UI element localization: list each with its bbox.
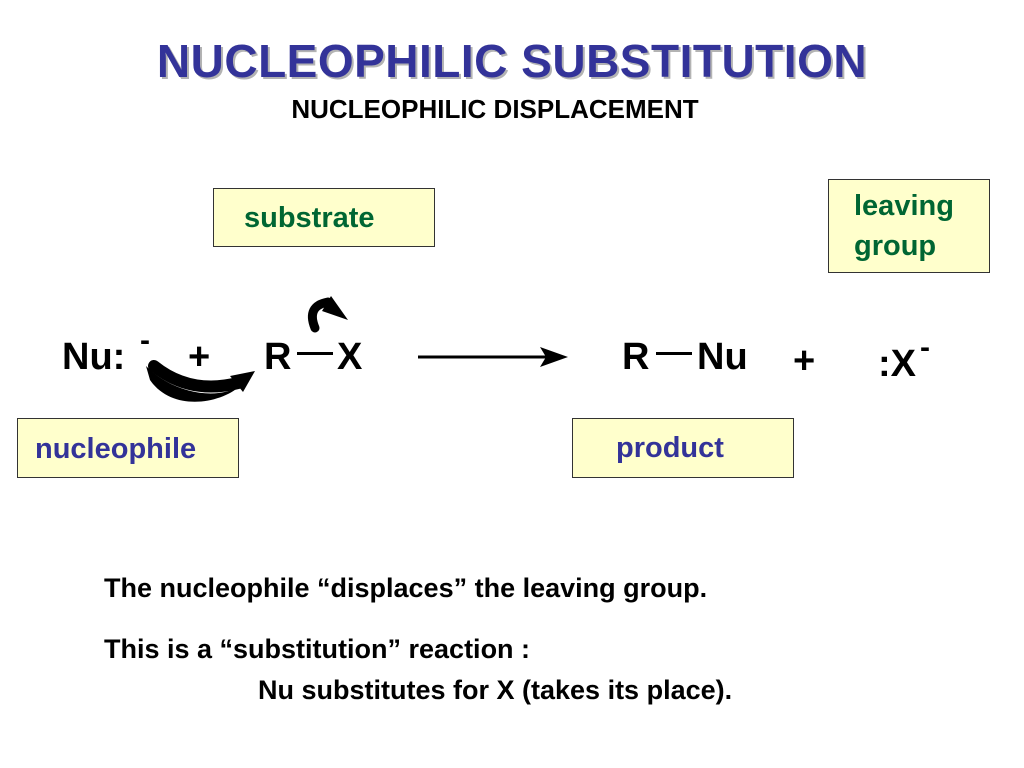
nucleophile-charge: -: [140, 324, 150, 357]
r-nu-bond: [656, 352, 692, 355]
note-line-2: This is a “substitution” reaction :: [104, 634, 531, 664]
leaving-group-label-line1: leaving: [854, 190, 954, 222]
leaving-group-label-line2: group: [854, 230, 937, 262]
plus-sign-1: +: [188, 336, 211, 378]
product-label-box: product: [572, 418, 794, 478]
electron-push-arrow-leaving-group: [307, 296, 348, 333]
product-label: product: [616, 432, 724, 464]
nucleophile-label: nucleophile: [35, 433, 197, 465]
page-subtitle: NUCLEOPHILIC DISPLACEMENT: [291, 94, 699, 124]
electron-push-arrow-nucleophile: [146, 360, 255, 402]
product-nu-group: Nu: [697, 336, 748, 378]
substrate-label: substrate: [244, 202, 375, 234]
r-x-bond: [297, 352, 333, 355]
leaving-group-label-box: leaving group: [828, 179, 990, 273]
substrate-label-box: substrate: [213, 188, 435, 247]
substrate-r-group: R: [264, 336, 292, 378]
product-r-group: R: [622, 336, 650, 378]
nucleophile-symbol: Nu:: [62, 336, 126, 378]
reaction-arrow: [418, 347, 568, 367]
leaving-group-charge: -: [920, 331, 930, 364]
note-line-3: Nu substitutes for X (takes its place).: [258, 675, 733, 705]
leaving-group-ion: :X: [878, 343, 916, 385]
note-line-1: The nucleophile “displaces” the leaving …: [104, 573, 708, 603]
plus-sign-2: +: [793, 340, 816, 382]
leaving-group-label: leaving group: [854, 186, 954, 266]
nucleophile-label-box: nucleophile: [17, 418, 239, 478]
substrate-x-group: X: [337, 336, 363, 378]
page-title: NUCLEOPHILIC SUBSTITUTION: [156, 35, 868, 87]
